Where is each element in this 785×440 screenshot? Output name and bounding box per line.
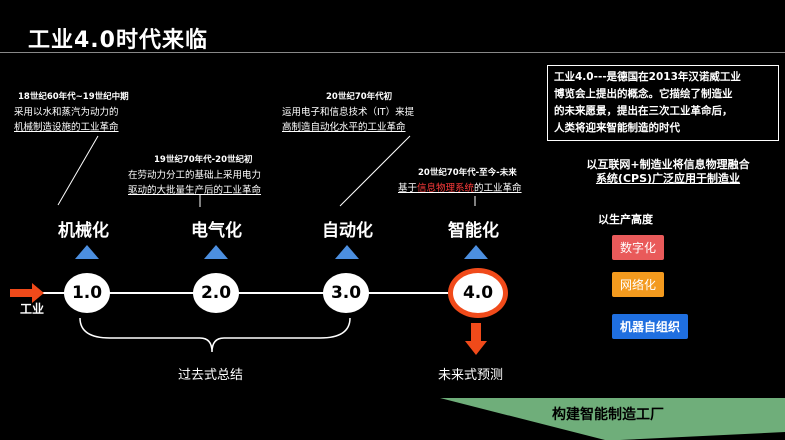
start-label: 工业 — [20, 302, 45, 316]
stage-label-automation: 自动化 — [322, 221, 373, 241]
version-circle-1: 1.0 — [64, 273, 110, 313]
annotation-line: 采用以水和蒸汽为动力的 — [14, 107, 119, 118]
banner-text: 构建智能制造工厂 — [552, 407, 664, 423]
version-circle-2: 2.0 — [193, 273, 239, 313]
annotation-line: 在劳动力分工的基础上采用电力 — [128, 170, 262, 181]
version-circle-4: 4.0 — [448, 268, 508, 318]
past-label: 过去式总结 — [178, 368, 244, 383]
era-label: 19世纪70年代-20世纪初 — [154, 155, 253, 165]
up-triangle-icon — [204, 245, 228, 259]
era-label: 20世纪70年代-至今-未来 — [418, 168, 517, 178]
tag-network: 网络化 — [612, 272, 665, 297]
industry40-info-box: 工业4.0---是德国在2013年汉诺威工业 博览会上提出的概念。它描绘了制造业… — [547, 65, 779, 141]
annotation-automation: 20世纪70年代初 运用电子和信息技术（IT）来提 高制造自动化水平的工业革命 — [282, 90, 452, 135]
version-circle-3: 3.0 — [323, 273, 369, 313]
stage-label-intelligence: 智能化 — [448, 221, 499, 241]
up-triangle-icon — [335, 245, 359, 259]
highlight-cps: 信息物理系统 — [417, 183, 475, 194]
title-divider — [0, 52, 785, 53]
era-label: 20世纪70年代初 — [326, 92, 393, 102]
annotation-line: 基于信息物理系统的工业革命 — [398, 183, 522, 194]
right-arrow-icon — [10, 283, 44, 303]
up-triangle-icon — [464, 245, 488, 259]
down-arrow-icon — [465, 323, 487, 355]
stage-label-electrification: 电气化 — [191, 221, 242, 241]
height-label: 以生产高度 — [598, 213, 653, 226]
era-label: 18世纪60年代~19世纪中期 — [18, 92, 129, 102]
annotation-line: 驱动的大批量生产后的工业革命 — [128, 185, 262, 196]
annotation-electrification: 19世纪70年代-20世纪初 在劳动力分工的基础上采用电力 驱动的大批量生产后的… — [128, 153, 308, 198]
page-title: 工业4.0时代来临 — [28, 28, 208, 53]
cps-description: 以互联网+制造业将信息物理融合 系统(CPS)广泛应用于制造业 — [586, 158, 750, 185]
annotation-intelligence: 20世纪70年代-至今-未来 基于信息物理系统的工业革命 — [398, 166, 568, 196]
tag-digital: 数字化 — [612, 235, 665, 260]
future-label: 未来式预测 — [438, 368, 504, 383]
tag-self-organization: 机器自组织 — [612, 314, 689, 339]
annotation-line: 机械制造设施的工业革命 — [14, 122, 119, 133]
annotation-mechanization: 18世纪60年代~19世纪中期 采用以水和蒸汽为动力的 机械制造设施的工业革命 — [14, 90, 184, 135]
annotation-line: 运用电子和信息技术（IT）来提 — [282, 107, 415, 118]
up-triangle-icon — [75, 245, 99, 259]
stage-label-mechanization: 机械化 — [58, 221, 109, 241]
annotation-line: 高制造自动化水平的工业革命 — [282, 122, 406, 133]
